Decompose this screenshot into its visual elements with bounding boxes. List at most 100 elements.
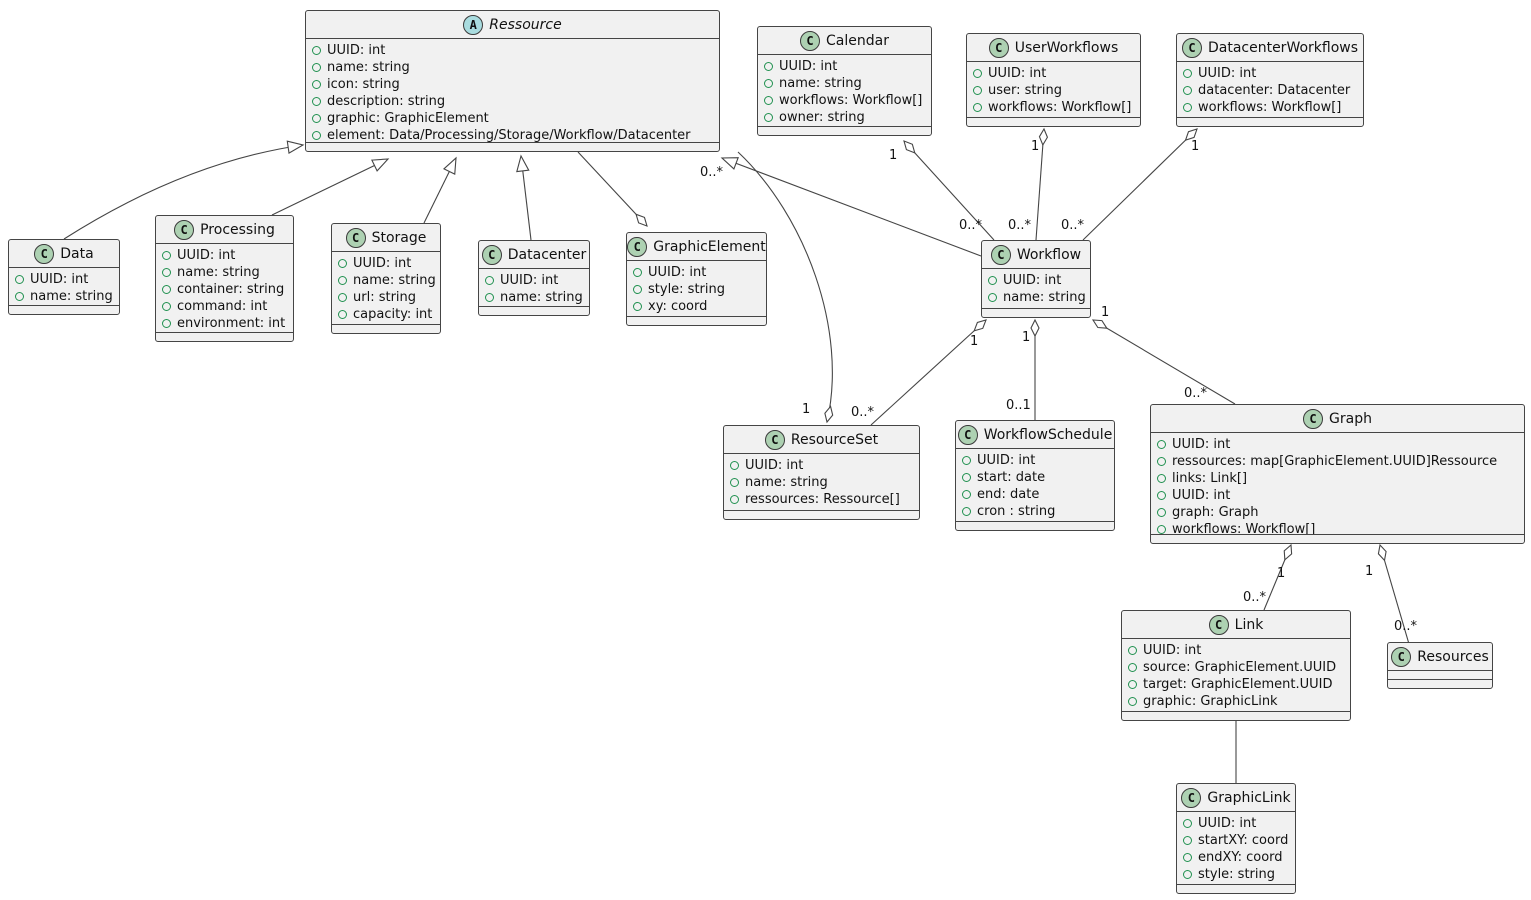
multiplicity-label-workflow-graphs-from: 0..*: [1184, 386, 1208, 401]
attribute-text: element: Data/Processing/Storage/Workflo…: [327, 128, 691, 142]
attribute-text: name: string: [779, 76, 862, 91]
field-visibility-icon: [973, 103, 982, 112]
class-name: Graph: [1329, 410, 1372, 427]
field-visibility-icon: [764, 113, 773, 122]
field-visibility-icon: [764, 96, 773, 105]
multiplicity-label-userworkflows-workflows-to: 1: [1031, 139, 1039, 154]
class-name: Datacenter: [507, 246, 587, 263]
field-visibility-icon: [15, 292, 24, 301]
multiplicity-label-workflow-schedule-from: 0..1: [1006, 398, 1031, 413]
attribute-text: name: string: [745, 475, 828, 490]
field-visibility-icon: [1157, 508, 1166, 517]
methods-compartment: [1177, 884, 1295, 893]
attribute-row: UUID: int: [162, 247, 287, 264]
attribute-text: UUID: int: [977, 453, 1036, 468]
attribute-row: command: int: [162, 298, 287, 315]
field-visibility-icon: [312, 114, 321, 123]
class-badge-icon: C: [34, 243, 55, 264]
attribute-text: UUID: int: [779, 59, 838, 74]
attribute-row: endXY: coord: [1183, 849, 1289, 866]
attribute-text: style: string: [1198, 867, 1276, 882]
field-visibility-icon: [1157, 440, 1166, 449]
edge-datacenter-extends: [516, 154, 532, 241]
attribute-text: icon: string: [327, 77, 400, 92]
attribute-row: name: string: [485, 289, 583, 306]
edge-graph-resources: [1377, 543, 1410, 645]
attribute-row: xy: coord: [633, 298, 760, 315]
multiplicity-label-datacenterworkflows-workflows-to: 1: [1191, 139, 1199, 154]
attribute-row: name: string: [312, 59, 713, 76]
methods-compartment: [1122, 711, 1350, 720]
methods-compartment: [627, 316, 766, 325]
field-visibility-icon: [312, 46, 321, 55]
class-name: UserWorkflows: [1014, 39, 1119, 56]
class-badge-icon: C: [627, 236, 648, 257]
attribute-text: user: string: [988, 83, 1062, 98]
attribute-row: environment: int: [162, 315, 287, 332]
class-badge-icon: C: [1181, 787, 1202, 808]
methods-compartment: [479, 306, 589, 315]
attribute-text: ressources: Ressource[]: [745, 492, 900, 507]
class-name: DatacenterWorkflows: [1207, 39, 1359, 56]
attribute-row: end: date: [962, 486, 1108, 503]
attribute-row: name: string: [338, 272, 436, 289]
attribute-row: graph: Graph: [1157, 504, 1518, 521]
multiplicity-label-workflow-resourcesets-to: 1: [970, 334, 978, 349]
methods-compartment: [956, 521, 1114, 530]
field-visibility-icon: [1157, 474, 1166, 483]
multiplicity-label-graph-links-from: 0..*: [1243, 590, 1267, 605]
class-badge-icon: C: [764, 429, 785, 450]
attribute-row: cron : string: [962, 503, 1108, 520]
edge-ressource-graphic: [577, 151, 648, 227]
attribute-text: startXY: coord: [1198, 833, 1289, 848]
attribute-row: startXY: coord: [1183, 832, 1289, 849]
methods-compartment: [1177, 117, 1363, 126]
attribute-row: UUID: int: [988, 272, 1084, 289]
field-visibility-icon: [1157, 491, 1166, 500]
field-visibility-icon: [633, 285, 642, 294]
edge-data-extends: [63, 140, 305, 240]
class-badge-icon: C: [1391, 646, 1412, 667]
edge-storage-extends: [423, 156, 457, 224]
multiplicity-label-datacenterworkflows-workflows-from: 0..*: [1061, 218, 1085, 233]
attribute-row: workflows: Workflow[]: [764, 92, 925, 109]
edge-processing-extends: [271, 158, 390, 216]
class-badge-icon: C: [1208, 614, 1229, 635]
attribute-row: workflows: Workflow[]: [1183, 99, 1357, 116]
attribute-text: UUID: int: [648, 265, 707, 280]
attribute-text: UUID: int: [1172, 488, 1231, 503]
edge-graph-links: [1263, 543, 1293, 611]
field-visibility-icon: [162, 302, 171, 311]
methods-compartment: [758, 126, 931, 135]
attribute-row: target: GraphicElement.UUID: [1128, 676, 1344, 693]
attribute-text: owner: string: [779, 110, 865, 125]
attribute-text: endXY: coord: [1198, 850, 1283, 865]
attribute-text: style: string: [648, 282, 726, 297]
field-visibility-icon: [973, 86, 982, 95]
field-visibility-icon: [312, 63, 321, 72]
field-visibility-icon: [1183, 870, 1192, 879]
edge-workflow-extends: [720, 157, 982, 257]
attribute-row: start: date: [962, 469, 1108, 486]
field-visibility-icon: [162, 319, 171, 328]
